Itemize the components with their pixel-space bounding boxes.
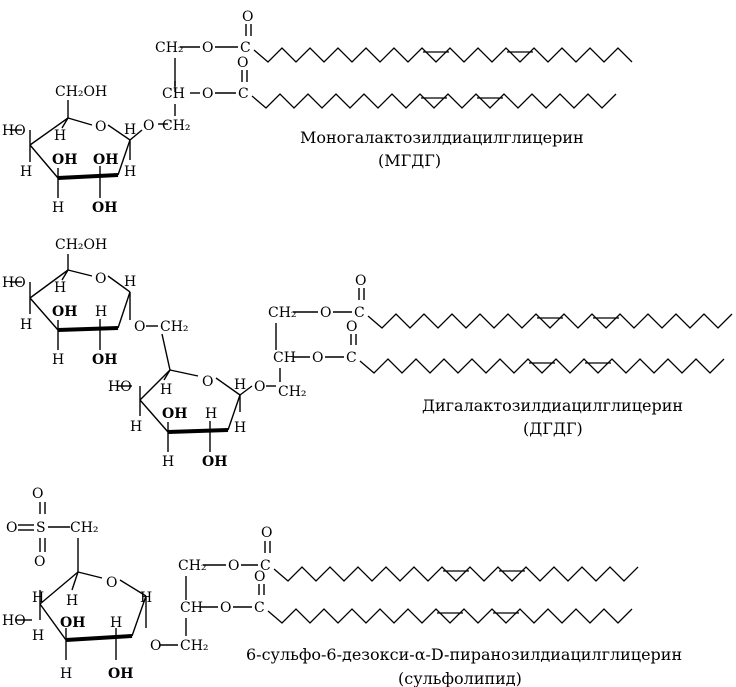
carbonyl-carbon-label: C [354, 305, 365, 321]
sulfonate-oxygen-label: O [6, 520, 17, 536]
ester-oxygen-label: O [220, 600, 231, 616]
h-label: H [32, 590, 44, 606]
mgdg-structure: CH₂OH O HO H H OH OH H H H OH O CH₂ CH C… [2, 9, 633, 216]
dgdg-structure: CH₂OH O HO H H H OH H H OH O CH₂ [2, 237, 733, 470]
sulfolipid-abbreviation: (сульфолипид) [398, 669, 522, 687]
ester-oxygen-label: O [228, 558, 239, 574]
h-label: H [52, 352, 64, 368]
carbonyl-oxygen-label: O [237, 55, 248, 71]
sulfolipid-structure: O O S O CH₂ [2, 486, 682, 687]
sulfonate-oxygen-label: O [32, 486, 43, 502]
h-label: H [234, 377, 246, 393]
dgdg-lower-galactose-ring [118, 369, 276, 452]
h-label: H [124, 122, 136, 138]
fatty-acid-chain [253, 47, 633, 63]
glycerol-ch: CH [162, 86, 185, 102]
glycosidic-oxygen-label: O [134, 319, 145, 335]
h-label: H [60, 666, 72, 682]
glycerol-ch2-top: CH₂ [268, 305, 297, 321]
h-label: H [124, 274, 136, 290]
dgdg-upper-galactose-ring [10, 254, 171, 371]
mgdg-galactose-ring [10, 58, 176, 198]
fatty-acid-chain [251, 93, 617, 109]
ch2oh-label: CH₂OH [55, 84, 107, 100]
carbonyl-carbon-label: C [240, 40, 251, 56]
glycerol-ch2-bottom: CH₂ [278, 384, 307, 400]
ring-oxygen-label: O [95, 271, 106, 287]
glycerol-ch: CH [180, 600, 203, 616]
dgdg-name: Дигалактозилдиацилглицерин [422, 396, 683, 415]
carbonyl-oxygen-label: O [261, 525, 272, 541]
sulfolipid-sugar-ring [16, 571, 178, 660]
h-label: H [234, 420, 246, 436]
carbonyl-carbon-label: C [346, 350, 357, 366]
sulfo-ch2-label: CH₂ [70, 520, 99, 536]
carbonyl-carbon-label: C [260, 558, 271, 574]
h-label: H [205, 406, 217, 422]
oh-label: OH [60, 615, 85, 631]
ester-oxygen-label: O [202, 40, 213, 56]
glycerol-ch2-top: CH₂ [178, 558, 207, 574]
carbonyl-carbon-label: C [238, 86, 249, 102]
ho-label: HO [2, 123, 26, 139]
h-label: H [52, 200, 64, 216]
glycerol-ch2-top: CH₂ [155, 40, 184, 56]
oh-label: OH [92, 200, 117, 216]
h-label: H [130, 419, 142, 435]
ho-label: HO [108, 379, 132, 395]
glycerol-ch: CH [273, 350, 296, 366]
h-label: H [140, 590, 152, 606]
fatty-acid-chain [273, 566, 639, 582]
sulfonate-oxygen-label: O [34, 554, 45, 570]
ho-label: HO [2, 613, 26, 629]
h-label: H [124, 164, 136, 180]
oh-label: OH [52, 304, 77, 320]
ho-label: HO [2, 275, 26, 291]
carbonyl-oxygen-label: O [355, 273, 366, 289]
sulfur-label: S [36, 520, 46, 536]
glycosidic-oxygen-label: O [143, 118, 154, 134]
ester-oxygen-label: O [312, 350, 323, 366]
h-label: H [20, 164, 32, 180]
fatty-acid-chain [267, 608, 633, 624]
ch2oh-label: CH₂OH [55, 237, 107, 253]
oh-label: OH [108, 666, 133, 682]
ester-oxygen-label: O [202, 86, 213, 102]
h-label: H [32, 628, 44, 644]
glycosidic-oxygen-label: O [150, 638, 161, 654]
h-label: H [160, 382, 172, 398]
oh-label: OH [202, 454, 227, 470]
glycosidic-oxygen-label: O [254, 379, 265, 395]
glycerol-ch2-bottom: CH₂ [180, 638, 209, 654]
sulfolipid-name: 6-сульфо-6-дезокси-α-D-пиранозилдиацилгл… [246, 645, 682, 664]
ester-oxygen-label: O [320, 305, 331, 321]
oh-label: OH [92, 352, 117, 368]
dgdg-abbreviation: (ДГДГ) [523, 419, 583, 438]
h-label: H [95, 304, 107, 320]
mgdg-abbreviation: (МГДГ) [378, 151, 441, 170]
carbonyl-oxygen-label: O [346, 319, 357, 335]
oh-label: OH [162, 406, 187, 422]
fatty-acid-chain [359, 358, 725, 374]
h-label: H [54, 280, 66, 296]
carbonyl-oxygen-label: O [242, 9, 253, 25]
h-label: H [54, 128, 66, 144]
h-label: H [66, 593, 78, 609]
glycerol-ch2-bottom: CH₂ [162, 118, 191, 134]
ring-oxygen-label: O [95, 119, 106, 135]
fatty-acid-chain [367, 313, 733, 329]
ch2-link-label: CH₂ [160, 319, 189, 335]
mgdg-name: Моногалактозилдиацилглицерин [300, 128, 584, 147]
ring-oxygen-label: O [106, 575, 117, 591]
h-label: H [20, 317, 32, 333]
oh-label: OH [52, 152, 77, 168]
oh-label: OH [93, 152, 118, 168]
h-label: H [110, 615, 122, 631]
carbonyl-oxygen-label: O [254, 569, 265, 585]
h-label: H [162, 454, 174, 470]
ring-oxygen-label: O [202, 374, 213, 390]
carbonyl-carbon-label: C [254, 600, 265, 616]
